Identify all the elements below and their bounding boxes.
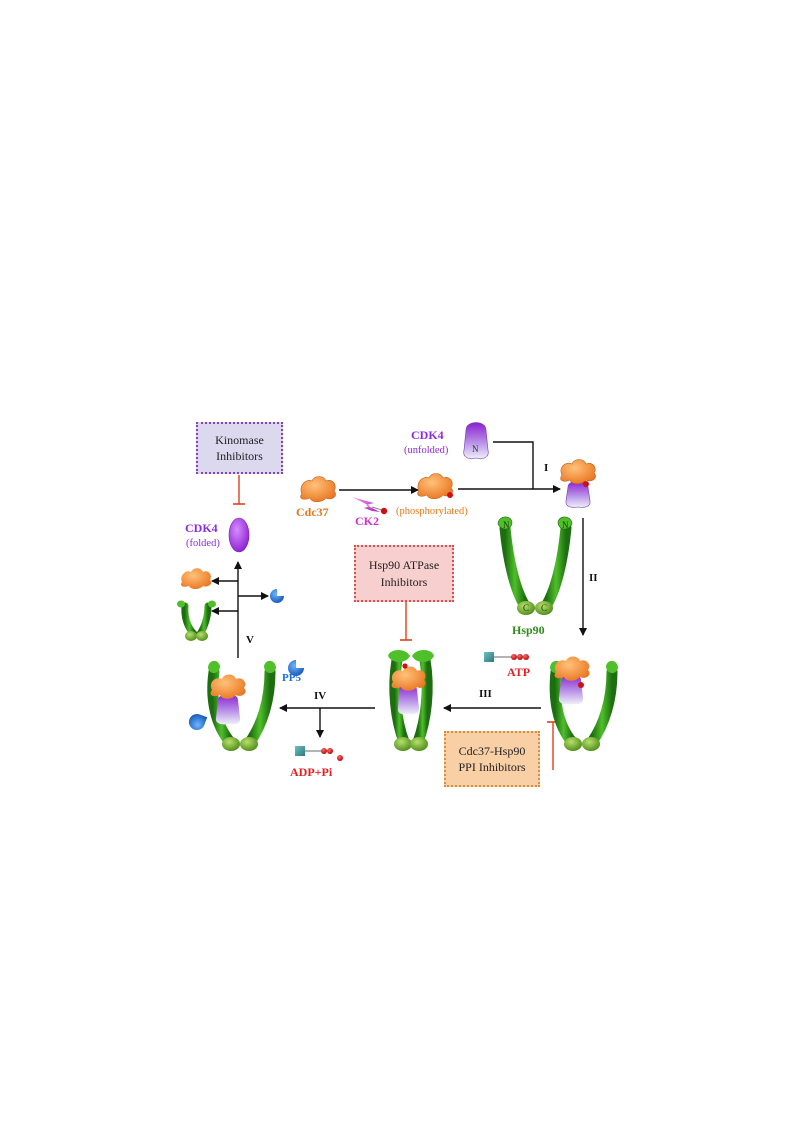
n-terminus-label: N	[472, 444, 479, 454]
ppi-inhibitors-line-1: Cdc37-Hsp90	[458, 743, 526, 758]
atp-label: ATP	[507, 665, 531, 679]
step-III-label: III	[479, 688, 492, 700]
released-pp5-icon	[270, 589, 284, 603]
released-cdc37-icon	[180, 568, 212, 589]
phosphorylated-cdc37-icon	[417, 473, 453, 500]
step-V-label: V	[246, 634, 254, 646]
hsp90-client-complex-icon	[549, 656, 618, 751]
pp5-icon	[288, 660, 304, 676]
hsp90-n-left-label: N	[503, 520, 510, 530]
cdc37-label: Cdc37	[296, 505, 329, 519]
cdc37-hsp90-ppi-inhibitors-box: Cdc37-Hsp90 PPI Inhibitors	[444, 731, 540, 787]
kinomase-inhibitors-line-2: Inhibitors	[216, 449, 263, 463]
hsp90-closed-complex-icon	[388, 650, 434, 751]
cdk4-folded-icon	[228, 517, 250, 553]
adp-pi-label: ADP+Pi	[290, 765, 333, 779]
atpase-inhibitors-line-2: Inhibitors	[380, 574, 428, 589]
ppi-inhibitors-line-2: PPI Inhibitors	[458, 760, 526, 774]
hsp90-label: Hsp90	[512, 623, 545, 637]
kinomase-inhibition	[233, 475, 245, 505]
step-IV-label: IV	[314, 690, 327, 702]
phosphorylated-label: (phosphorylated)	[396, 506, 468, 517]
cdk4-join-line	[493, 441, 534, 489]
atpase-inhibitors-line-1: Hsp90 ATPase	[368, 558, 440, 573]
atp-icon	[484, 652, 529, 662]
hsp90-pp5-complex-icon	[189, 660, 276, 751]
cdc37-cdk4-complex-icon	[560, 459, 596, 508]
hsp90-c-left-label: C	[523, 603, 530, 613]
ck2-icon	[352, 497, 388, 515]
cdk4-unfolded-icon	[463, 422, 489, 460]
kinomase-inhibitors-box: Kinomase Inhibitors	[196, 422, 283, 474]
cdk4-unfolded-label: CDK4	[411, 428, 444, 442]
atpase-inhibition	[400, 602, 412, 641]
step-II-label: II	[589, 572, 598, 584]
unfolded-label: (unfolded)	[404, 445, 449, 456]
step-I-label: I	[544, 462, 549, 474]
hsp90-c-right-label: C	[541, 603, 548, 613]
kinomase-inhibitors-line-1: Kinomase	[215, 432, 264, 447]
hsp90-atpase-inhibitors-box: Hsp90 ATPase Inhibitors	[354, 545, 454, 602]
hsp90-n-right-label: N	[562, 520, 569, 530]
ppi-inhibition	[547, 721, 559, 770]
folded-label: (folded)	[186, 538, 220, 549]
cdc37-icon	[300, 476, 336, 503]
cdk4-folded-label: CDK4	[185, 521, 218, 535]
ck2-label: CK2	[355, 514, 379, 528]
hsp90-open-dimer-icon	[497, 516, 573, 615]
pp5-label: PP5	[282, 672, 301, 684]
released-hsp90-icon	[177, 600, 216, 641]
adp-pi-icon	[295, 746, 343, 761]
